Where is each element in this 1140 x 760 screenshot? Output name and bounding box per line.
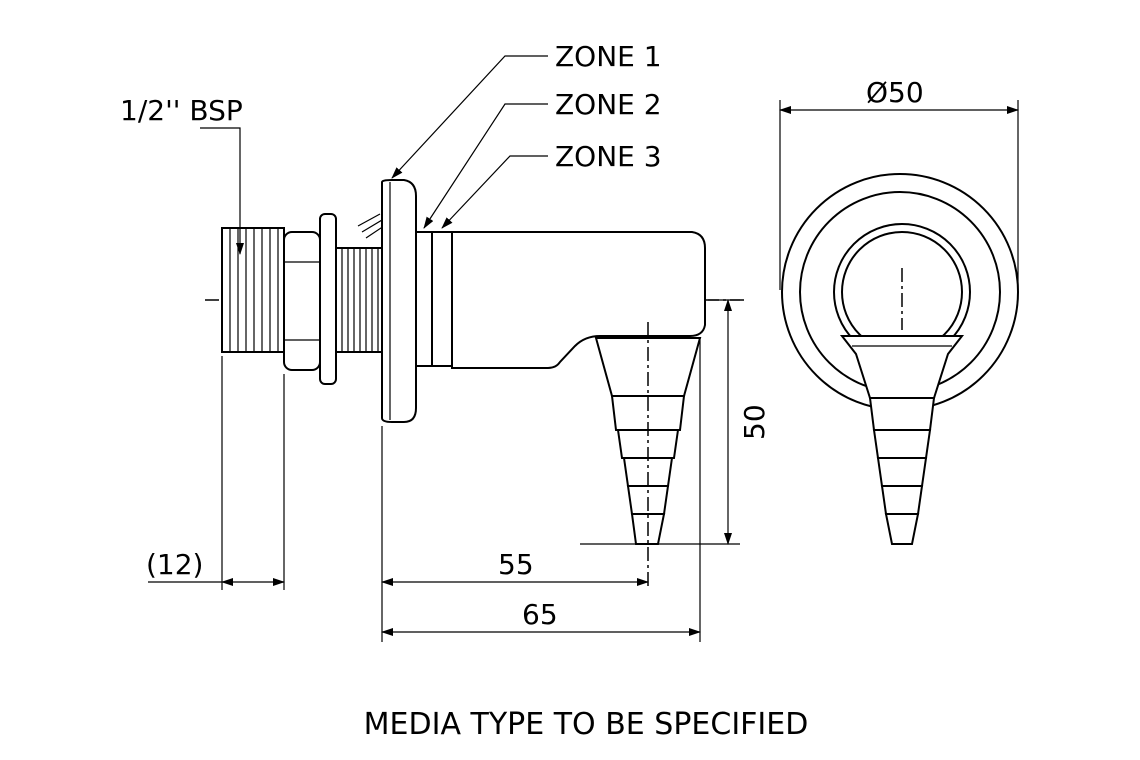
dim-50-label: 50	[738, 404, 771, 440]
zone3-label: ZONE 3	[555, 140, 662, 173]
diameter-label: Ø50	[866, 76, 924, 109]
washer	[319, 213, 337, 385]
caption: MEDIA TYPE TO BE SPECIFIED	[364, 707, 809, 742]
zone-leaders: ZONE 1 ZONE 2 ZONE 3 1/2'' BSP	[120, 40, 662, 255]
front-view	[781, 173, 1019, 545]
zone1-label: ZONE 1	[555, 40, 662, 73]
dim-12-label: (12)	[146, 548, 203, 581]
side-view	[205, 179, 748, 590]
body	[451, 231, 706, 369]
hex-nut	[283, 231, 321, 371]
right-thread	[335, 213, 385, 353]
zone2-band	[415, 231, 433, 367]
zone2-label: ZONE 2	[555, 88, 662, 121]
hose-barb	[594, 322, 702, 590]
dimensions: (12) 55 65 50 Ø50	[146, 76, 1019, 642]
zone3-band	[431, 231, 453, 367]
thread-label: 1/2'' BSP	[120, 94, 243, 127]
dim-65-label: 65	[522, 598, 558, 631]
left-thread	[221, 227, 285, 353]
dim-55-label: 55	[498, 548, 534, 581]
flange	[381, 179, 417, 423]
